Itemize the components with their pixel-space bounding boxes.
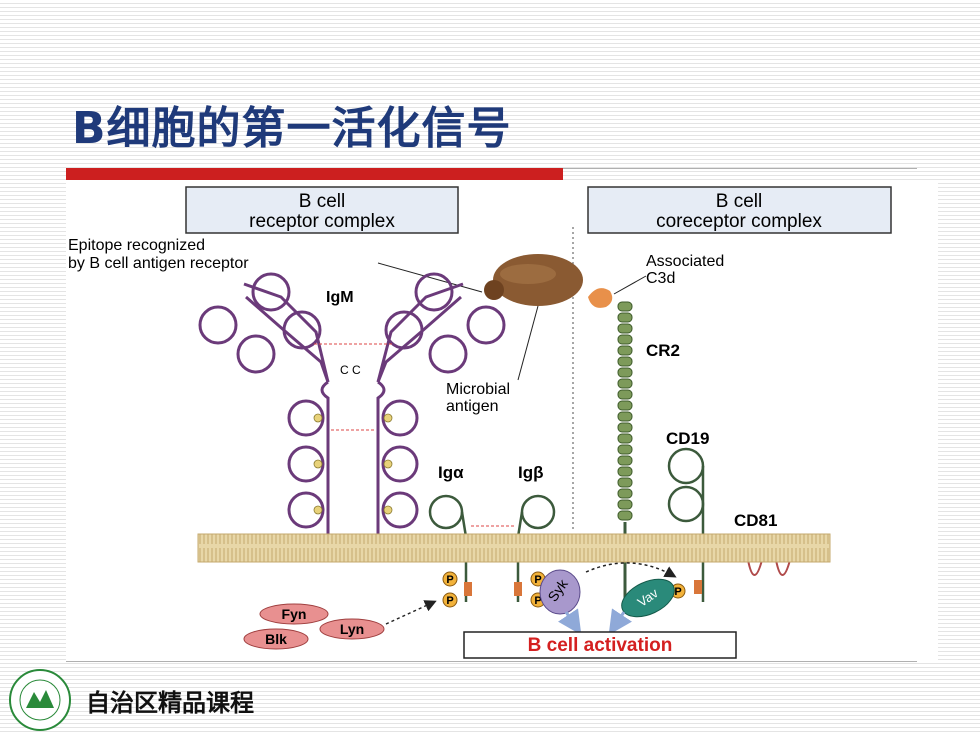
cell-membrane — [197, 533, 831, 563]
microbial-label-line2: antigen — [446, 398, 499, 415]
igb-label: Igβ — [518, 463, 543, 482]
phospho-label: P — [446, 574, 453, 586]
phospho-label: P — [534, 595, 541, 607]
associated-label-line2: C3d — [646, 270, 675, 287]
coreceptor-header-line1: B cell — [716, 191, 762, 212]
fyn-kinase — [259, 603, 329, 625]
epitope-label-line2: by B cell antigen receptor — [68, 255, 249, 272]
coreceptor-header-line2: coreceptor complex — [656, 211, 822, 232]
fyn-label: Fyn — [282, 606, 307, 622]
igm-label: IgM — [326, 289, 354, 306]
cc-label: C C — [340, 363, 361, 377]
blk-kinase — [243, 628, 309, 650]
cr2-chain — [617, 301, 633, 521]
cd19-label: CD19 — [666, 429, 709, 448]
activation-label: B cell activation — [528, 635, 673, 656]
associated-label-line1: Associated — [646, 253, 724, 270]
diagram-svg: B cell receptor complex B cell corecepto… — [68, 186, 892, 659]
cr2-label: CR2 — [646, 341, 680, 360]
bcr-header-line2: receptor complex — [249, 211, 395, 232]
university-logo — [8, 668, 72, 732]
epitope-label-line1: Epitope recognized — [68, 237, 205, 254]
bcr-header-box: B cell receptor complex — [185, 186, 459, 234]
activation-box — [463, 631, 737, 659]
coreceptor-header-box: B cell coreceptor complex — [587, 186, 892, 234]
phospho-label: P — [446, 595, 453, 607]
microbial-label-line1: Microbial — [446, 381, 510, 398]
c3d-shape — [588, 288, 613, 308]
phospho-label: P — [534, 574, 541, 586]
cd81-label: CD81 — [734, 511, 777, 530]
bcr-header-line1: B cell — [299, 191, 345, 212]
bcell-activation-diagram: B cell receptor complex B cell corecepto… — [66, 182, 938, 662]
cd19-receptor — [667, 447, 705, 602]
footer-course-label: 自治区精品课程 — [86, 689, 254, 717]
lyn-kinase — [319, 618, 385, 640]
phospho-label: P — [674, 586, 681, 598]
slide-title: B细胞的第一活化信号 — [72, 103, 512, 154]
iga-label: Igα — [438, 463, 464, 482]
lyn-label: Lyn — [340, 621, 364, 637]
footer-divider — [66, 661, 917, 662]
title-accent-bar — [66, 168, 563, 180]
blk-label: Blk — [265, 631, 287, 647]
title-divider — [563, 168, 917, 169]
igm-receptor — [198, 272, 506, 537]
